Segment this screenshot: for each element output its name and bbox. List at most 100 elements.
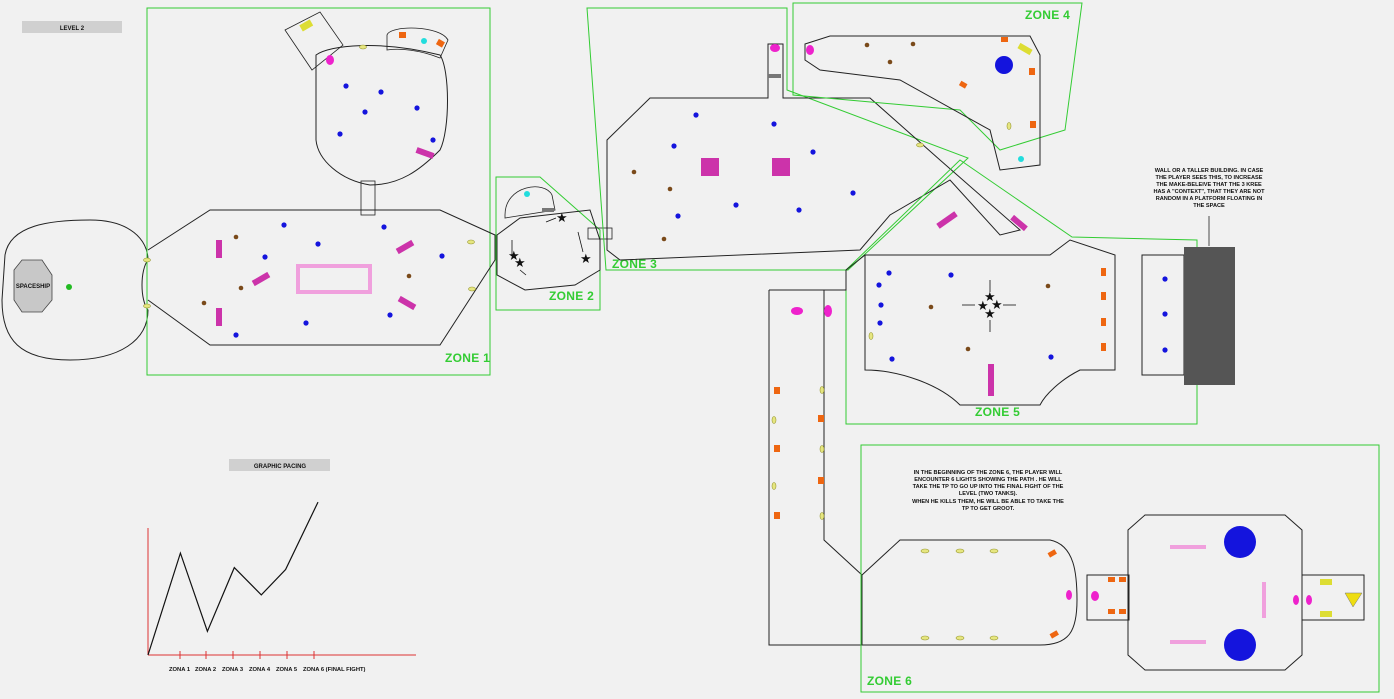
x-tick-label: ZONA 1 bbox=[169, 667, 191, 673]
spawn-point bbox=[66, 284, 72, 290]
spaceship-shape bbox=[13, 259, 53, 313]
zone-2-enemy-group: ★★★★ bbox=[508, 210, 592, 270]
tp-icon bbox=[791, 307, 803, 315]
yellow-marker bbox=[299, 19, 314, 32]
wall-note: WALL OR A TALLER BUILDING. IN CASE THE P… bbox=[1153, 168, 1265, 209]
cover-block bbox=[1170, 545, 1206, 549]
svg-text:WHEN HE KILLS THEM, HE WILL BE: WHEN HE KILLS THEM, HE WILL BE ABLE TO T… bbox=[912, 499, 1064, 505]
corridor-lights bbox=[774, 387, 824, 519]
zone-3-hall bbox=[606, 43, 1022, 261]
svg-text:ENCOUNTER 6 LIGHTS SHOWING THE: ENCOUNTER 6 LIGHTS SHOWING THE PATH . HE… bbox=[914, 477, 1062, 483]
zone-1-side-room bbox=[386, 27, 449, 59]
svg-text:★: ★ bbox=[984, 306, 996, 321]
gate bbox=[768, 74, 781, 78]
light-marker bbox=[435, 38, 445, 48]
zone-1-lights bbox=[143, 44, 476, 309]
corridor-ambient-lights bbox=[771, 386, 825, 520]
svg-text:LEVEL (TWO TANKS).: LEVEL (TWO TANKS). bbox=[959, 491, 1018, 497]
tp-icon bbox=[770, 44, 780, 52]
zone-5-enemy-group: ★★★★ bbox=[977, 289, 1003, 321]
svg-text:THE SPACE: THE SPACE bbox=[1193, 203, 1225, 209]
final-arena bbox=[1127, 514, 1303, 671]
light bbox=[916, 142, 924, 148]
zone-3-boundary bbox=[586, 7, 969, 271]
level-title: LEVEL 2 bbox=[60, 26, 85, 32]
zone-4-pickups bbox=[864, 41, 916, 65]
svg-text:★: ★ bbox=[977, 298, 989, 313]
corridor bbox=[768, 254, 866, 646]
zone-6-boundary bbox=[860, 444, 1380, 693]
x-tick-label: ZONA 6 (FINAL FIGHT) bbox=[303, 667, 366, 673]
cover-block bbox=[216, 308, 222, 326]
cover-block bbox=[936, 211, 958, 229]
tp-room-lights bbox=[1108, 577, 1126, 614]
zone-5-movement-arrows bbox=[962, 280, 1016, 332]
light bbox=[1006, 122, 1012, 130]
svg-text:THE MAKE-BELEIVE THAT THE 3 KR: THE MAKE-BELEIVE THAT THE 3 KREE bbox=[1156, 182, 1262, 188]
path-lights bbox=[920, 548, 999, 641]
zone-5-room bbox=[864, 239, 1116, 406]
wall-building bbox=[1184, 247, 1235, 385]
x-tick-label: ZONA 2 bbox=[195, 667, 216, 673]
cover-block bbox=[701, 158, 719, 176]
light-marker bbox=[1047, 549, 1057, 558]
zone-1-pickups bbox=[201, 234, 412, 306]
zone-5-boundary bbox=[845, 159, 1198, 425]
zone-6-path bbox=[861, 539, 1078, 646]
yellow-marker bbox=[1320, 579, 1332, 585]
svg-text:★: ★ bbox=[508, 248, 520, 263]
light-marker bbox=[399, 32, 406, 38]
zone-5-pickups bbox=[928, 283, 1051, 352]
cover-block bbox=[216, 240, 222, 258]
svg-text:★: ★ bbox=[514, 255, 526, 270]
cover-block bbox=[415, 147, 435, 159]
spaceship-platform bbox=[1, 219, 149, 361]
cover-block bbox=[397, 295, 417, 311]
zone-1-boundary bbox=[146, 7, 491, 376]
wall-enemies bbox=[1162, 276, 1168, 353]
zone6-note: IN THE BEGINNING OF THE ZONE 6, THE PLAY… bbox=[912, 470, 1064, 512]
cover-block bbox=[1170, 640, 1206, 644]
spaceship-label: SPACESHIP bbox=[16, 284, 50, 290]
light-marker bbox=[1049, 630, 1059, 639]
groot-room bbox=[1301, 574, 1365, 621]
zone-5-enemies bbox=[876, 270, 1054, 362]
gate bbox=[542, 208, 554, 212]
svg-text:IN THE BEGINNING OF THE ZONE 6: IN THE BEGINNING OF THE ZONE 6, THE PLAY… bbox=[914, 470, 1063, 476]
zone-4-label: ZONE 4 bbox=[1025, 8, 1070, 22]
yellow-marker bbox=[1017, 42, 1033, 56]
cyan-marker bbox=[421, 38, 427, 44]
zone-3-enemies bbox=[671, 112, 856, 219]
cover-block bbox=[395, 239, 415, 255]
zone-2-alcove bbox=[504, 186, 556, 219]
chart-title: GRAPHIC PACING bbox=[254, 464, 307, 470]
zone-4-boundary bbox=[792, 2, 1083, 151]
zone-3-label: ZONE 3 bbox=[612, 257, 657, 271]
cyan-marker bbox=[1018, 156, 1024, 162]
svg-text:THE PLAYER SEES THIS, TO INCRE: THE PLAYER SEES THIS, TO INCREASE bbox=[1156, 175, 1263, 181]
svg-text:WALL OR A TALLER BUILDING. IN: WALL OR A TALLER BUILDING. IN CASE bbox=[1155, 168, 1264, 174]
zone-3-pickups bbox=[631, 169, 673, 242]
tp-icon bbox=[1293, 595, 1299, 605]
svg-text:TP TO GET GROOT.: TP TO GET GROOT. bbox=[962, 506, 1015, 512]
tank-enemy bbox=[1224, 526, 1256, 558]
zone-1-enemies bbox=[233, 83, 445, 338]
svg-text:RANDOM IN A PLATFORM FLOATING: RANDOM IN A PLATFORM FLOATING IN bbox=[1156, 196, 1263, 202]
cyan-marker bbox=[524, 191, 530, 197]
tp-icon bbox=[1066, 590, 1072, 600]
zone-2-movement-arrows bbox=[511, 217, 584, 276]
zone-4-lights bbox=[958, 37, 1036, 128]
zone-1-hall bbox=[147, 209, 496, 346]
tp-room bbox=[1086, 574, 1130, 621]
cover-block bbox=[988, 364, 994, 396]
zone-1-upper-room bbox=[315, 45, 448, 186]
chart-title-badge bbox=[229, 459, 330, 471]
yellow-marker bbox=[1320, 611, 1332, 617]
zone-4-room bbox=[804, 35, 1041, 171]
tp-icon bbox=[326, 55, 334, 65]
zone-1-alcove bbox=[284, 11, 344, 71]
x-tick-label: ZONA 5 bbox=[276, 667, 298, 673]
level-badge bbox=[22, 21, 122, 33]
